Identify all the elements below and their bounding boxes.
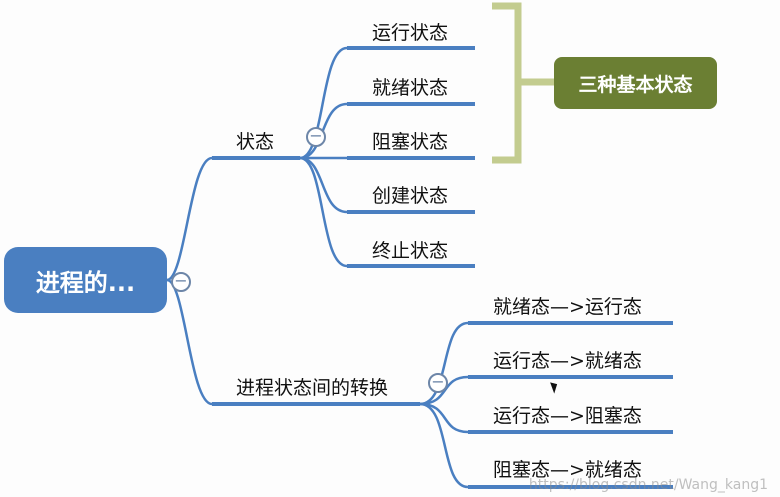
watermark: https://blog.csdn.net/Wang_kang1: [528, 477, 768, 493]
node-terminated[interactable]: 终止状态: [372, 240, 449, 262]
collapse-toggle-root[interactable]: −: [171, 272, 191, 292]
node-created[interactable]: 创建状态: [372, 185, 449, 207]
node-underline: [347, 156, 475, 160]
node-underline: [468, 375, 673, 379]
branch-transitions-label[interactable]: 进程状态间的转换: [236, 377, 389, 399]
node-running-to-blocked[interactable]: 运行态—>阻塞态: [493, 405, 642, 427]
collapse-toggle-transitions[interactable]: −: [428, 373, 448, 393]
node-underline: [347, 210, 475, 214]
node-running[interactable]: 运行状态: [372, 22, 449, 44]
root-node[interactable]: 进程的...: [4, 247, 167, 313]
node-ready[interactable]: 就绪状态: [372, 77, 449, 99]
node-underline: [347, 102, 475, 106]
node-blocked-to-ready[interactable]: 阻塞态—>就绪态: [493, 459, 642, 481]
node-underline: [468, 485, 673, 489]
three-basic-states-tag[interactable]: 三种基本状态: [554, 57, 717, 109]
node-ready-to-running[interactable]: 就绪态—>运行态: [493, 296, 642, 318]
node-blocked[interactable]: 阻塞状态: [372, 131, 449, 153]
node-underline: [468, 430, 673, 434]
node-running-to-ready[interactable]: 运行态—>就绪态: [493, 350, 642, 372]
node-underline: [347, 264, 475, 268]
branch-status-underline: [212, 156, 300, 160]
node-underline: [468, 321, 673, 325]
branch-transitions-underline: [212, 402, 420, 406]
branch-status-label[interactable]: 状态: [236, 131, 275, 153]
collapse-toggle-status[interactable]: −: [306, 127, 326, 147]
node-underline: [347, 46, 475, 50]
